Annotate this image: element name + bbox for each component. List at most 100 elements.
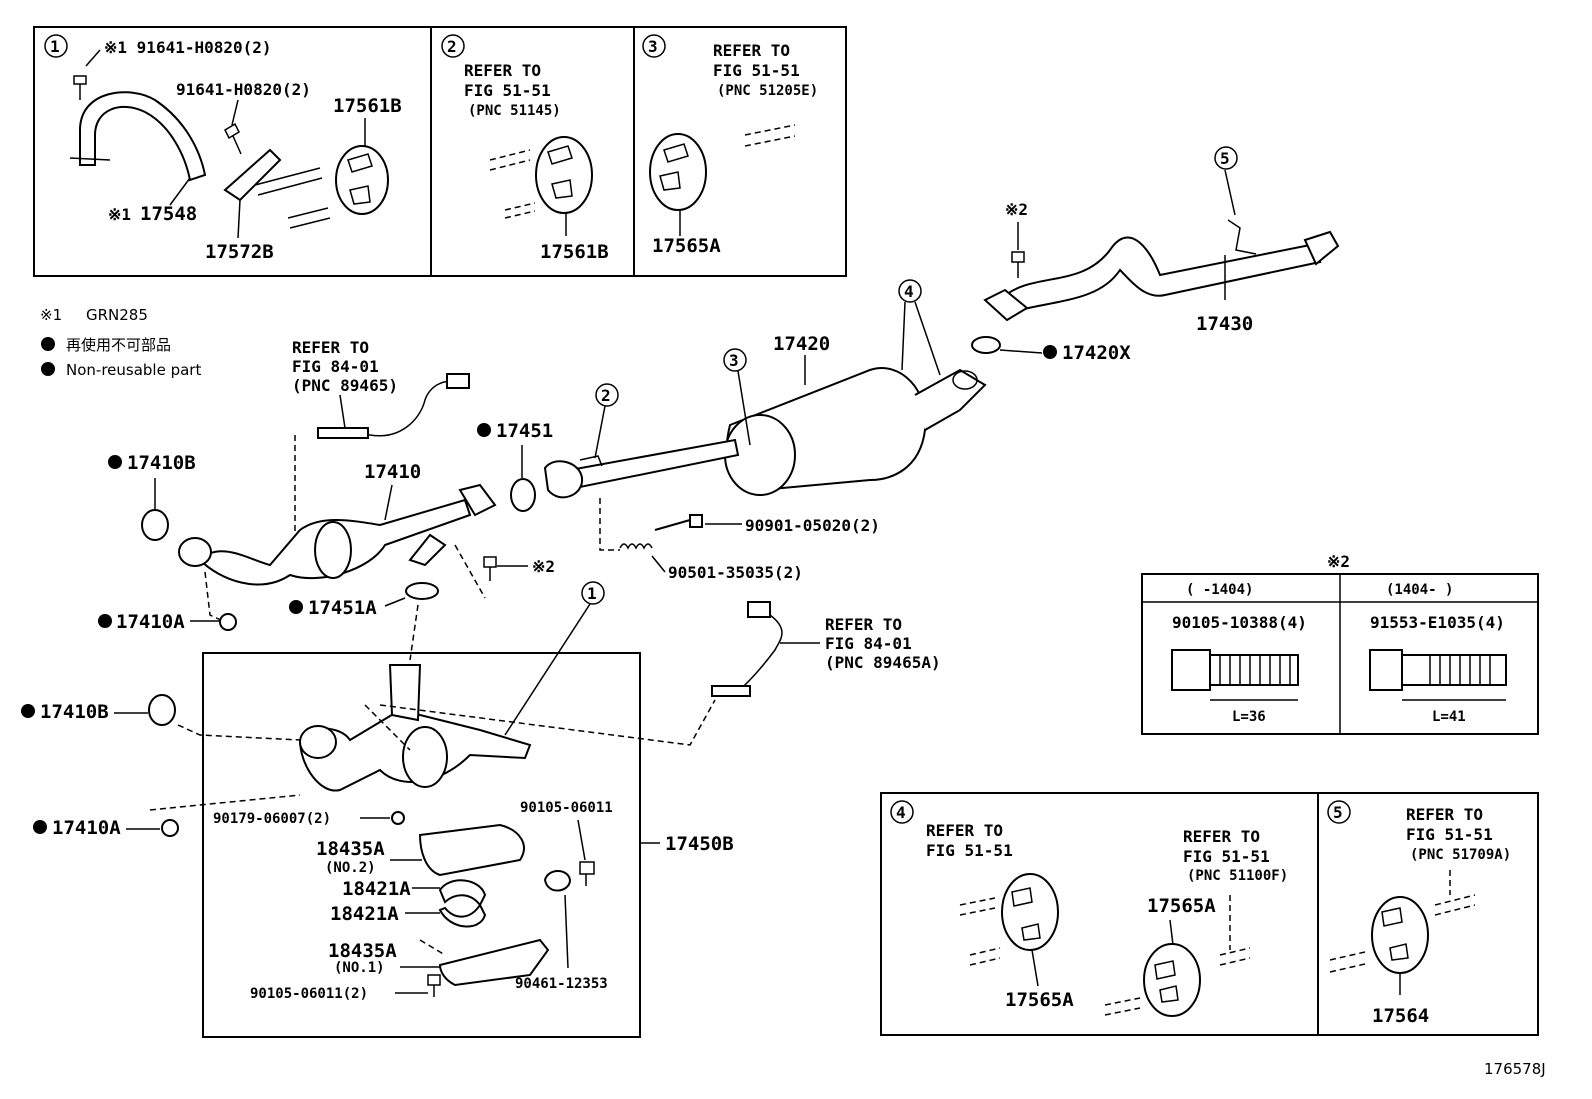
o2-sensor-bottom: REFER TO FIG 84-01 (PNC 89465A) bbox=[379, 601, 941, 746]
gasket-tail-label: 17420X bbox=[1062, 342, 1131, 364]
svg-text:3: 3 bbox=[729, 351, 739, 370]
bolt-icon-tail bbox=[1011, 251, 1025, 278]
svg-text:90105-06011: 90105-06011 bbox=[520, 800, 613, 816]
clamp-18421a-1 bbox=[438, 879, 487, 907]
svg-text:※2: ※2 bbox=[532, 557, 555, 576]
svg-text:( -1404): ( -1404) bbox=[1186, 582, 1253, 598]
catalytic-assy-17450b: 17450B 1 18435A (NO.2) 90179-06007(2) 18… bbox=[202, 581, 734, 1038]
clamp-17572b bbox=[223, 148, 282, 202]
svg-text:REFER TO: REFER TO bbox=[1406, 805, 1483, 824]
bolt-icon-mid bbox=[483, 556, 497, 581]
insulator-no2 bbox=[418, 823, 525, 877]
svg-text:3: 3 bbox=[648, 37, 658, 56]
screw-mid-label: 91641-H0820(2) bbox=[176, 80, 311, 99]
svg-text:91553-E1035(4): 91553-E1035(4) bbox=[1370, 613, 1505, 632]
hanger-label: 17561B bbox=[333, 95, 402, 117]
bolt-90901 bbox=[654, 514, 703, 531]
gasket-17451a bbox=[405, 582, 439, 600]
svg-text:REFER TO: REFER TO bbox=[825, 615, 902, 634]
svg-text:REFER TO: REFER TO bbox=[926, 821, 1003, 840]
svg-text:(PNC 89465A): (PNC 89465A) bbox=[825, 653, 941, 672]
svg-text:REFER TO: REFER TO bbox=[464, 61, 541, 80]
inset-box-1: 1 ※1 91641-H0820(2) ※1 17548 91641-H0820… bbox=[33, 26, 432, 277]
svg-text:17420: 17420 bbox=[773, 333, 830, 355]
svg-text:4: 4 bbox=[904, 282, 914, 301]
nut-17410a-2 bbox=[161, 819, 179, 837]
svg-text:17410A: 17410A bbox=[52, 817, 121, 839]
o2-sensor-top: REFER TO FIG 84-01 (PNC 89465) bbox=[292, 338, 470, 555]
svg-text:17450B: 17450B bbox=[665, 833, 734, 855]
svg-text:FIG 51-51: FIG 51-51 bbox=[464, 81, 551, 100]
svg-text:17410: 17410 bbox=[364, 461, 421, 483]
svg-text:90461-12353: 90461-12353 bbox=[515, 976, 608, 992]
svg-text:18435A: 18435A bbox=[316, 838, 385, 860]
svg-text:90901-05020(2): 90901-05020(2) bbox=[745, 516, 880, 535]
inset-box-2: 2 REFER TO FIG 51-51 (PNC 51145) 17561B bbox=[430, 26, 635, 277]
front-pipe-17410: 17410 bbox=[178, 461, 497, 586]
svg-text:17410B: 17410B bbox=[40, 701, 109, 723]
tail-pipe-17430: 5 17430 ※2 bbox=[983, 146, 1340, 335]
svg-text:17561B: 17561B bbox=[540, 241, 609, 263]
legend-notes: ※1 GRN285 再使用不可部品 Non-reusable part bbox=[40, 306, 201, 379]
svg-text:17451A: 17451A bbox=[308, 597, 377, 619]
hanger-17561b-2 bbox=[535, 136, 593, 214]
svg-text:17430: 17430 bbox=[1196, 313, 1253, 335]
gasket-17451 bbox=[510, 478, 536, 512]
svg-text:Non-reusable part: Non-reusable part bbox=[66, 361, 201, 379]
bracket-17548 bbox=[79, 91, 207, 182]
inset-box-5: 5 REFER TO FIG 51-51 (PNC 51709A) 17564 bbox=[1317, 792, 1539, 1036]
inset-box-3: 3 REFER TO FIG 51-51 (PNC 51205E) 17565A bbox=[633, 26, 847, 277]
gasket-17410b bbox=[141, 509, 169, 541]
svg-text:90501-35035(2): 90501-35035(2) bbox=[668, 563, 803, 582]
center-pipe bbox=[568, 438, 740, 490]
svg-text:※1: ※1 bbox=[40, 306, 62, 324]
svg-text:※2: ※2 bbox=[1327, 552, 1350, 571]
screw-icon-2 bbox=[224, 122, 242, 155]
svg-text:17410B: 17410B bbox=[127, 452, 196, 474]
clamp-18421a-2 bbox=[438, 903, 487, 928]
bracket-label: 17548 bbox=[140, 203, 197, 225]
svg-text:17410A: 17410A bbox=[116, 611, 185, 633]
svg-text:FIG 84-01: FIG 84-01 bbox=[825, 634, 912, 653]
svg-text:18435A: 18435A bbox=[328, 940, 397, 962]
svg-text:FIG 51-51: FIG 51-51 bbox=[1406, 825, 1493, 844]
svg-text:18421A: 18421A bbox=[330, 903, 399, 925]
svg-text:5: 5 bbox=[1220, 149, 1230, 168]
bolt-icon-bottom bbox=[427, 974, 441, 997]
spring-90501 bbox=[619, 543, 653, 550]
svg-text:(PNC 51205E): (PNC 51205E) bbox=[717, 83, 818, 99]
svg-text:(NO.2): (NO.2) bbox=[325, 860, 376, 876]
bolt-90105 bbox=[579, 861, 595, 886]
gasket-17451-label: 17451 bbox=[496, 420, 553, 442]
svg-text:90105-10388(4): 90105-10388(4) bbox=[1172, 613, 1307, 632]
svg-text:5: 5 bbox=[1333, 803, 1343, 822]
svg-text:(PNC 51100F): (PNC 51100F) bbox=[1187, 868, 1288, 884]
svg-text:※2: ※2 bbox=[1005, 200, 1028, 219]
svg-text:17565A: 17565A bbox=[1147, 895, 1216, 917]
screw-icon bbox=[73, 75, 87, 100]
gasket-17420x bbox=[971, 336, 1001, 354]
svg-text:18421A: 18421A bbox=[342, 878, 411, 900]
inset-box-4: 4 REFER TO FIG 51-51 17565A REFER TO FIG… bbox=[880, 792, 1319, 1036]
svg-text:17565A: 17565A bbox=[1005, 989, 1074, 1011]
svg-text:(PNC 51145): (PNC 51145) bbox=[468, 103, 561, 119]
nut-17410a bbox=[219, 613, 237, 631]
svg-text:FIG 51-51: FIG 51-51 bbox=[926, 841, 1013, 860]
svg-text:2: 2 bbox=[601, 386, 611, 405]
inset1-number: 1 bbox=[50, 37, 60, 56]
svg-text:L=36: L=36 bbox=[1232, 709, 1266, 725]
muffler-17420: 4 17420 3 bbox=[723, 279, 987, 496]
svg-text:REFER TO: REFER TO bbox=[292, 338, 369, 357]
svg-text:4: 4 bbox=[896, 803, 906, 822]
screw-top-label: ※1 91641-H0820(2) bbox=[104, 38, 272, 57]
clamp-90461 bbox=[543, 870, 572, 892]
svg-text:1: 1 bbox=[587, 584, 597, 603]
svg-text:17564: 17564 bbox=[1372, 1005, 1429, 1027]
svg-text:FIG 84-01: FIG 84-01 bbox=[292, 357, 379, 376]
insulator-no1 bbox=[438, 938, 550, 987]
clamp-label: 17572B bbox=[205, 241, 274, 263]
svg-text:17565A: 17565A bbox=[652, 235, 721, 257]
svg-text:(PNC 51709A): (PNC 51709A) bbox=[1410, 847, 1511, 863]
svg-text:(PNC 89465): (PNC 89465) bbox=[292, 376, 398, 395]
